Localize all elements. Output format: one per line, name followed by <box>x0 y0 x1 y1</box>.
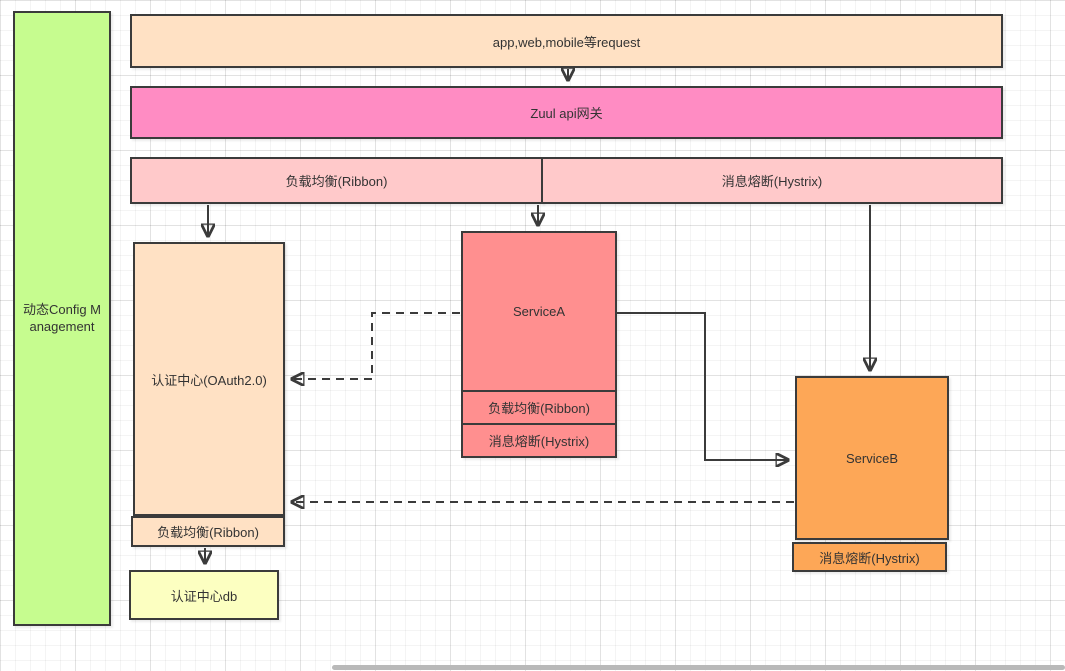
node-circuit-breaker-bar[interactable]: 消息熔断(Hystrix) <box>541 157 1003 204</box>
node-auth-db[interactable]: 认证中心db <box>129 570 279 620</box>
api-gateway-label: Zuul api网关 <box>530 106 603 121</box>
service-a-hystrix-row[interactable]: 消息熔断(Hystrix) <box>463 423 615 456</box>
node-config-management[interactable]: 动态Config Management <box>13 11 111 626</box>
circuit-breaker-bar-label: 消息熔断(Hystrix) <box>721 174 823 189</box>
service-a-ribbon-label: 负载均衡(Ribbon) <box>488 401 590 416</box>
auth-center-ribbon-label: 负载均衡(Ribbon) <box>157 525 259 540</box>
service-a-main: ServiceA <box>463 233 615 392</box>
service-a-label: ServiceA <box>512 304 566 319</box>
load-balancer-bar-label: 负载均衡(Ribbon) <box>285 174 388 189</box>
horizontal-scrollbar-thumb[interactable] <box>332 665 1065 670</box>
node-api-gateway[interactable]: Zuul api网关 <box>130 86 1003 139</box>
node-service-b-hystrix[interactable]: 消息熔断(Hystrix) <box>792 542 947 572</box>
node-auth-center[interactable]: 认证中心(OAuth2.0) <box>133 242 285 516</box>
auth-center-label: 认证中心(OAuth2.0) <box>151 372 267 388</box>
node-service-b[interactable]: ServiceB <box>795 376 949 540</box>
config-management-label: 动态Config Management <box>22 302 102 334</box>
dashed-service-a-to-auth <box>292 312 460 379</box>
node-service-a[interactable]: ServiceA 负载均衡(Ribbon) 消息熔断(Hystrix) <box>461 231 617 458</box>
node-load-balancer-bar[interactable]: 负载均衡(Ribbon) <box>130 157 543 204</box>
service-b-hystrix-label: 消息熔断(Hystrix) <box>819 550 920 566</box>
request-entry-label: app,web,mobile等request <box>492 34 641 50</box>
service-b-label: ServiceB <box>845 450 899 466</box>
auth-db-label: 认证中心db <box>170 588 238 604</box>
service-a-hystrix-label: 消息熔断(Hystrix) <box>488 434 590 449</box>
arrow-service-a-to-service-b <box>617 312 788 460</box>
node-request-entry[interactable]: app,web,mobile等request <box>130 14 1003 68</box>
node-auth-center-ribbon[interactable]: 负载均衡(Ribbon) <box>131 516 285 547</box>
service-a-ribbon-row[interactable]: 负载均衡(Ribbon) <box>463 392 615 423</box>
